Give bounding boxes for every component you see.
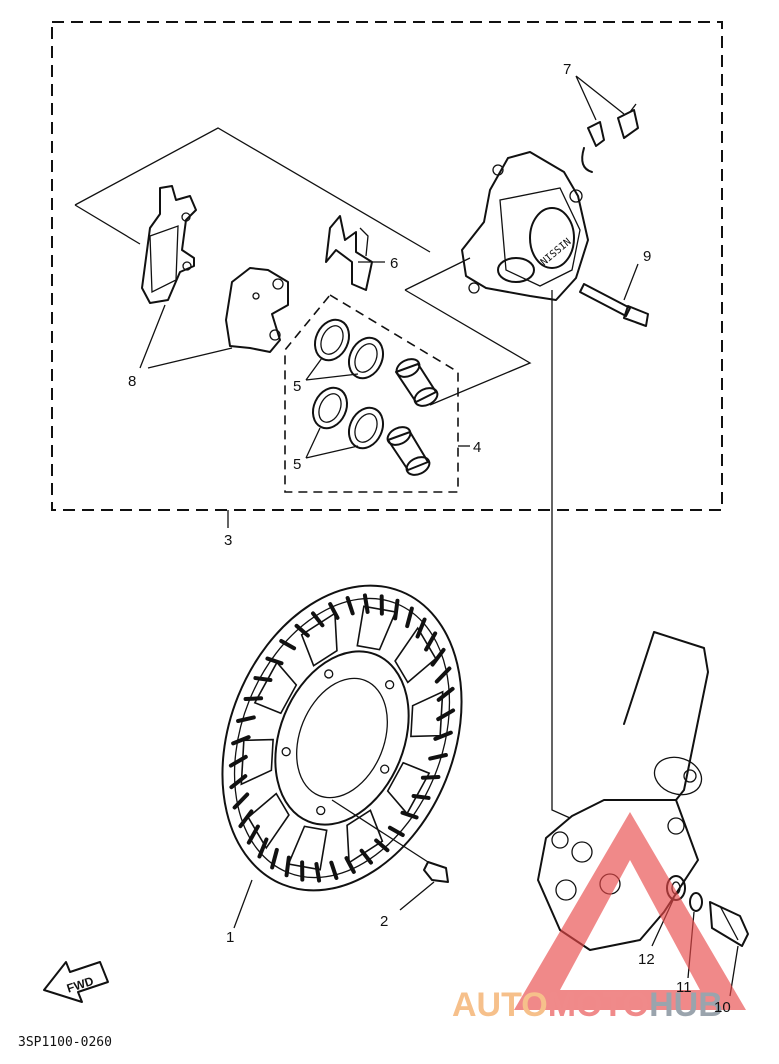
pad-guide-lines xyxy=(74,127,532,406)
callout-10: 10 xyxy=(714,999,731,1016)
callout-1-leader xyxy=(233,879,253,929)
disc-slot xyxy=(420,774,441,780)
disc-slot xyxy=(238,809,254,829)
disc-slot xyxy=(393,598,400,621)
disc-slot xyxy=(359,848,373,865)
disc-slot xyxy=(436,708,456,722)
disc-slot xyxy=(344,856,356,874)
disc-bolt-hole xyxy=(316,805,326,816)
disc-slot xyxy=(246,824,260,845)
assembly-box-outline xyxy=(51,21,723,511)
disc-slot xyxy=(311,611,325,628)
callout-5-lower: 5 xyxy=(293,456,301,473)
disc-slot xyxy=(400,810,419,820)
watermark-moto: MOTO xyxy=(548,986,649,1024)
disc-slot xyxy=(329,860,339,880)
callout-2: 2 xyxy=(380,913,388,930)
disc-slot xyxy=(236,715,256,723)
disc-slot xyxy=(362,593,370,614)
disc-slot xyxy=(411,793,431,800)
svg-text:AUTOMOTOHUB: AUTOMOTOHUB xyxy=(452,986,723,1024)
bleed-screw xyxy=(581,103,639,173)
callout-7-leader xyxy=(575,75,625,121)
disc-bolt-hole xyxy=(384,680,395,690)
disc-slots xyxy=(228,593,456,883)
disc-bolt-hole xyxy=(281,747,291,757)
disc-slot xyxy=(430,647,446,667)
watermark-logo: AUTOMOTOHUB xyxy=(452,812,746,1024)
callout-6: 6 xyxy=(390,255,398,272)
callout-5-leaders xyxy=(305,357,359,459)
disc-slot xyxy=(387,825,405,838)
caliper-marking: NISSIN xyxy=(539,236,574,268)
callout-4: 4 xyxy=(473,439,481,456)
drawing-code: 3SP1100-0260 xyxy=(18,1035,112,1050)
disc-cutout xyxy=(287,825,328,871)
callout-9: 9 xyxy=(643,248,651,265)
disc-slot xyxy=(253,676,273,683)
axle-hardware xyxy=(666,875,749,947)
brake-pad-rear xyxy=(225,267,289,353)
caliper-bolt xyxy=(579,283,649,327)
disc-slot xyxy=(265,656,284,666)
watermark-triangle xyxy=(514,812,746,1010)
mounting-centerline xyxy=(551,290,571,819)
disc-slot xyxy=(436,686,455,702)
disc-slot xyxy=(434,666,452,684)
disc-slot xyxy=(243,696,264,702)
seal-kit-box-outline xyxy=(284,293,459,493)
disc-cutout xyxy=(247,792,290,850)
watermark-auto: AUTO xyxy=(452,986,548,1024)
caliper-pistons xyxy=(386,358,439,476)
pad-spring xyxy=(325,215,373,291)
disc-slot xyxy=(415,617,427,639)
disc-slot xyxy=(328,602,340,620)
disc-slot xyxy=(270,847,279,870)
disc-slot xyxy=(294,623,310,638)
callout-2-leader xyxy=(399,881,435,911)
caliper-body: NISSIN xyxy=(461,151,589,301)
disc-slot xyxy=(405,606,414,629)
callout-9-leader xyxy=(623,263,639,301)
brake-disc xyxy=(221,584,463,892)
disc-bolt-hole xyxy=(324,669,334,679)
callout-3: 3 xyxy=(224,532,232,549)
watermark-hub: HUB xyxy=(649,986,723,1024)
disc-slot xyxy=(284,855,291,878)
callout-12: 12 xyxy=(638,951,655,968)
disc-slot xyxy=(433,730,453,741)
disc-slot xyxy=(229,774,248,790)
disc-spokes xyxy=(240,605,444,871)
disc-slot xyxy=(424,631,438,652)
callout-7: 7 xyxy=(563,61,571,78)
disc-slot xyxy=(257,837,269,859)
callout-5-upper: 5 xyxy=(293,378,301,395)
fwd-label: FWD xyxy=(65,974,96,996)
callout-1: 1 xyxy=(226,929,234,946)
disc-cutout xyxy=(253,661,298,715)
disc-bolt xyxy=(331,799,449,883)
callout-8-leader xyxy=(139,304,233,369)
disc-slot xyxy=(228,754,248,768)
disc-slot xyxy=(279,638,297,651)
disc-slot xyxy=(428,753,448,761)
brake-pad-front xyxy=(141,185,197,304)
disc-cutout xyxy=(394,626,437,684)
disc-slot xyxy=(345,596,355,616)
disc-bolt-hole xyxy=(380,764,390,774)
disc-slot xyxy=(231,735,251,746)
disc-slot xyxy=(374,838,390,853)
fwd-arrow-icon: FWD xyxy=(43,961,109,1003)
caliper-seals xyxy=(311,318,385,450)
disc-cutout xyxy=(356,605,397,651)
disc-slot xyxy=(314,862,322,883)
callout-11: 11 xyxy=(676,979,692,996)
disc-cutout xyxy=(386,761,431,815)
disc-slot xyxy=(232,792,250,810)
callout-8: 8 xyxy=(128,373,136,390)
